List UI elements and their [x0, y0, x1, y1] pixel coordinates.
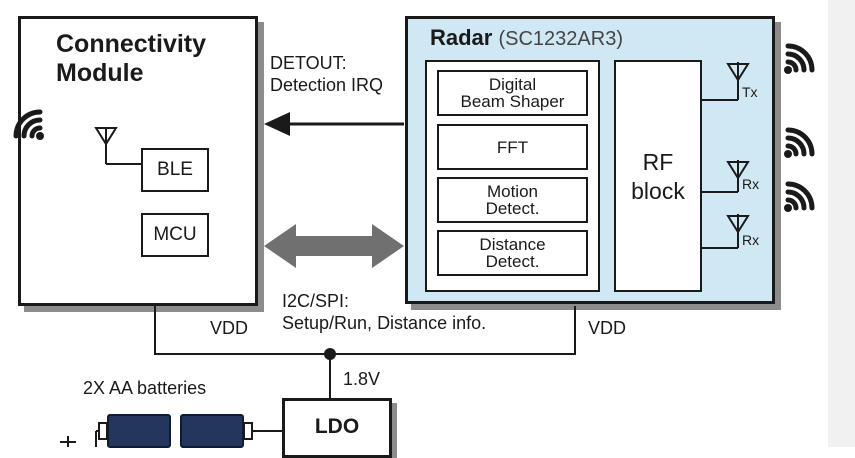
rf-block: [614, 60, 702, 292]
rx-antenna-label-1: Rx: [742, 176, 760, 192]
ble-block: BLE: [141, 148, 209, 192]
tx-antenna-label: Tx: [742, 84, 758, 100]
rx-antenna-icon-1: [702, 160, 750, 193]
vdd-right-label: VDD: [588, 318, 627, 338]
detout-label: DETOUT: Detection IRQ: [270, 53, 384, 95]
radar-title: Radar (SC1232AR3): [430, 25, 623, 52]
voltage-label: 1.8V: [343, 369, 381, 389]
mcu-block: MCU: [141, 213, 209, 257]
batteries-label: 2X AA batteries: [83, 378, 207, 398]
motion-detect-block: Motion Detect.: [437, 177, 588, 223]
connectivity-module: [18, 16, 258, 306]
wireless-signal-icon-left: [13, 109, 44, 140]
vdd-left-label: VDD: [210, 318, 249, 338]
radar-name: Radar: [430, 25, 493, 50]
battery-wiring: [60, 422, 282, 447]
rx-antenna-icon-2: [702, 214, 750, 249]
connectivity-module-title: Connectivity Module: [56, 30, 207, 87]
bus-label: I2C/SPI: Setup/Run, Distance info.: [282, 291, 487, 333]
rx-antenna-label-2: Rx: [742, 232, 760, 248]
diagram-connectors: [13, 43, 815, 447]
detout-arrow: [264, 112, 404, 136]
distance-detect-block: Distance Detect.: [437, 230, 588, 276]
background-strip: [828, 0, 855, 447]
tx-antenna-icon: [702, 62, 750, 101]
wireless-signal-icon: [784, 43, 815, 212]
junction-dot: [324, 348, 336, 360]
bus-double-arrow: [264, 224, 404, 268]
vdd-lines: [154, 306, 576, 398]
radar-part-number: (SC1232AR3): [498, 28, 623, 50]
antenna-icon: [94, 127, 141, 165]
digital-beam-shaper-block: Digital Beam Shaper: [437, 70, 588, 116]
rf-block-label: RF block: [631, 149, 685, 204]
fft-block: FFT: [437, 124, 588, 170]
battery-1: [107, 414, 171, 448]
